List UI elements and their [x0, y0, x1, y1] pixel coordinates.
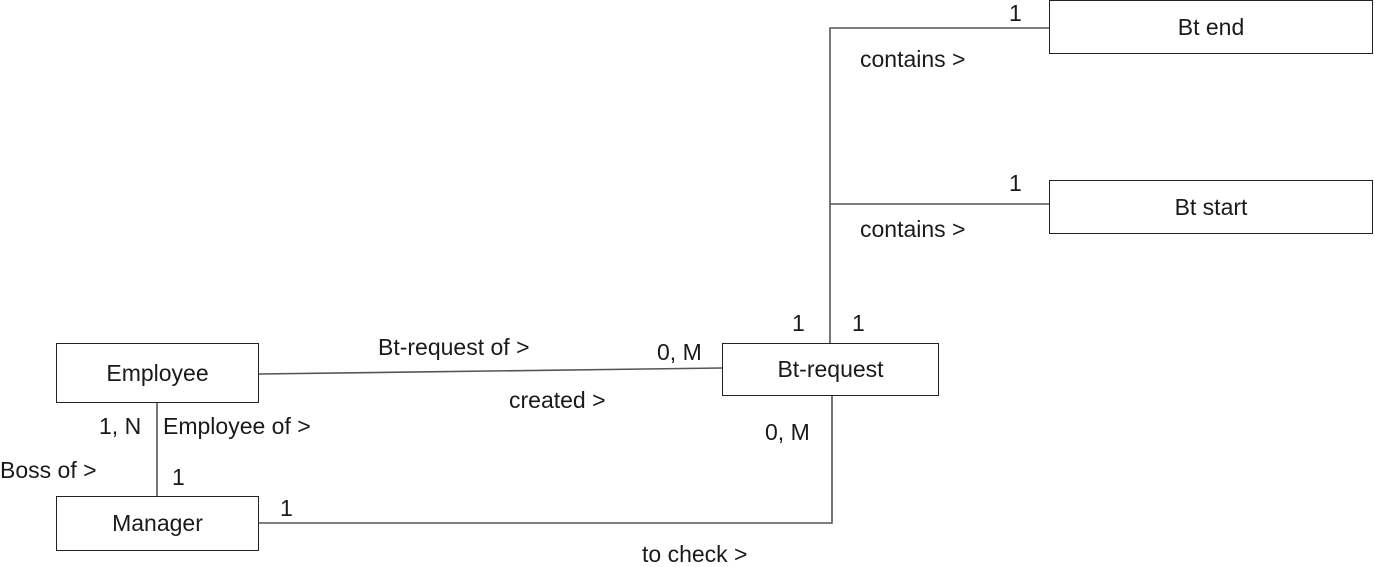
card-request-top-left: 1	[792, 310, 805, 336]
rel-bt-request-of: Bt-request of >	[378, 334, 530, 360]
entity-manager[interactable]: Manager	[56, 496, 259, 551]
entity-bt-end[interactable]: Bt end	[1049, 0, 1373, 54]
card-request-top-right: 1	[852, 310, 865, 336]
card-manager-request-side: 1	[280, 495, 293, 521]
entity-bt-request[interactable]: Bt-request	[722, 343, 939, 396]
card-bt-start-side: 1	[1009, 170, 1022, 196]
card-manager-employee-side: 1	[172, 464, 185, 490]
rel-contains-start: contains >	[860, 216, 966, 242]
card-bt-end-side: 1	[1009, 0, 1022, 26]
line-btrequest-btend	[829, 27, 1049, 343]
rel-created: created >	[509, 387, 606, 413]
entity-employee[interactable]: Employee	[56, 343, 259, 403]
rel-contains-end: contains >	[860, 46, 966, 72]
card-request-manager-side: 0, M	[765, 419, 810, 445]
entity-bt-start[interactable]: Bt start	[1049, 180, 1373, 234]
card-employee-manager-side: 1, N	[99, 413, 142, 439]
line-employee-btrequest	[258, 367, 723, 375]
rel-to-check: to check >	[642, 541, 748, 567]
line-manager-btrequest	[259, 396, 833, 524]
rel-employee-of: Employee of >	[163, 413, 311, 439]
rel-boss-of: Boss of >	[0, 457, 97, 483]
card-request-employee-side: 0, M	[657, 339, 702, 365]
